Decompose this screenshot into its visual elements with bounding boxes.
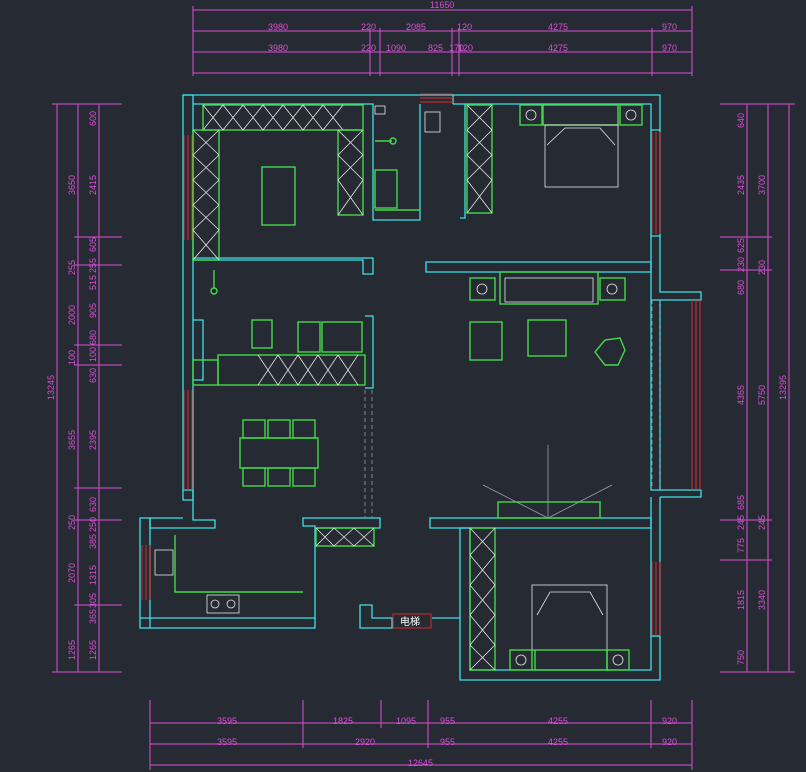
- dim-left-i-11: 250: [88, 517, 98, 532]
- dim-top-2-5: 120: [458, 43, 473, 53]
- dim-bot-2-2: 955: [440, 737, 455, 747]
- dim-left-o-1: 255: [67, 260, 77, 275]
- window-left-mid: [183, 390, 193, 490]
- window-left-top: [183, 135, 193, 240]
- dim-left-i-4: 515: [88, 275, 98, 290]
- dim-right-o-2: 5750: [757, 385, 767, 405]
- dim-right-i-3: 230: [736, 257, 746, 272]
- dim-top-2-2: 1090: [386, 43, 406, 53]
- window-left-bottom: [141, 545, 151, 600]
- dim-bot-2-4: 920: [662, 737, 677, 747]
- dim-left-o-7: 1265: [67, 640, 77, 660]
- dim-left-o-2: 2000: [67, 305, 77, 325]
- dim-top-1-1: 220: [361, 22, 376, 32]
- corridor-lines: [364, 300, 661, 518]
- dim-top-1-2: 2085: [406, 22, 426, 32]
- window-top: [420, 93, 453, 103]
- dim-top-1-0: 3980: [268, 22, 288, 32]
- dim-bot-2-3: 4255: [548, 737, 568, 747]
- dim-top-total: 11650: [430, 0, 454, 10]
- dim-bot-1-1: 1825: [333, 716, 353, 726]
- dim-right-i-0: 640: [736, 113, 746, 128]
- dim-left-o-4: 3655: [67, 430, 77, 450]
- dim-left-i-9: 2395: [88, 430, 98, 450]
- top-dimensions: 11650 3980 220 2085 120 4275 970 3980 22…: [192, 0, 693, 76]
- dim-left-i-0: 600: [88, 111, 98, 126]
- window-right-top: [651, 132, 661, 234]
- dim-right-i-4: 680: [736, 280, 746, 295]
- dim-right-o-0: 3700: [757, 175, 767, 195]
- bottom-dimensions: 3595 1825 1095 955 4255 920 3595 2920 95…: [149, 700, 693, 770]
- dim-left-i-5: 905: [88, 303, 98, 318]
- dining-area: [192, 270, 366, 487]
- left-dimensions: 13245 3650 255 2000 100 3655 250 2070 12…: [46, 103, 122, 673]
- dim-bot-2-0: 3595: [217, 737, 237, 747]
- dim-right-o-1: 230: [757, 260, 767, 275]
- dim-left-o-5: 250: [67, 515, 77, 530]
- dim-top-2-7: 970: [662, 43, 677, 53]
- dim-top-2-6: 4275: [548, 43, 568, 53]
- dim-top-2-4: 170: [449, 43, 464, 53]
- bathroom-top: [374, 105, 441, 211]
- dim-left-i-8: 630: [88, 368, 98, 383]
- dim-bot-total: 12645: [408, 758, 433, 768]
- elevator: 电梯: [392, 613, 432, 629]
- dim-bot-1-3: 955: [440, 716, 455, 726]
- dim-top-1-3: 120: [457, 22, 472, 32]
- dim-right-i-6: 685: [736, 495, 746, 510]
- dim-top-2-0: 3980: [268, 43, 288, 53]
- dim-right-i-7: 245: [736, 515, 746, 530]
- kitchen-island: [261, 166, 296, 226]
- dim-right-i-2: 625: [736, 238, 746, 253]
- dim-left-i-1: 2415: [88, 175, 98, 195]
- dim-right-o-3: 245: [757, 515, 767, 530]
- dim-bot-2-1: 2920: [355, 737, 375, 747]
- dim-left-i-14: 305: [88, 593, 98, 608]
- dim-right-o-4: 3340: [757, 590, 767, 610]
- dim-left-o-0: 3650: [67, 175, 77, 195]
- right-dimensions: 640 2435 625 230 680 4365 685 245 775 18…: [720, 103, 795, 673]
- dim-left-i-13: 1315: [88, 565, 98, 585]
- dim-top-1-4: 4275: [548, 22, 568, 32]
- kitchen-top-left: [192, 104, 364, 261]
- dim-left-i-12: 385: [88, 534, 98, 549]
- dim-top-2-1: 220: [361, 43, 376, 53]
- dim-left-i-7: 100: [88, 347, 98, 362]
- dim-left-o-6: 2070: [67, 563, 77, 583]
- elevator-label: 电梯: [400, 615, 420, 628]
- dim-bot-1-4: 4255: [548, 716, 568, 726]
- dim-left-i-6: 680: [88, 330, 98, 345]
- dim-left-i-3: 255: [88, 258, 98, 273]
- dim-left-i-15: 365: [88, 609, 98, 624]
- dim-bot-1-2: 1095: [396, 716, 416, 726]
- dim-bot-1-0: 3595: [217, 716, 237, 726]
- dim-right-i-10: 750: [736, 650, 746, 665]
- window-right-mid: [691, 300, 701, 490]
- dim-left-total: 13245: [46, 375, 56, 400]
- dim-right-total: 13295: [778, 375, 788, 400]
- kitchen-bottom-left: [154, 527, 375, 614]
- dim-top-2-3: 825: [428, 43, 443, 53]
- windows: [141, 93, 701, 636]
- dim-right-i-5: 4365: [736, 385, 746, 405]
- dim-right-i-8: 775: [736, 538, 746, 553]
- living-room: [469, 271, 626, 519]
- dim-left-i-2: 605: [88, 237, 98, 252]
- dim-left-o-3: 100: [67, 350, 77, 365]
- bedroom-top: [466, 104, 643, 214]
- dim-bot-1-5: 920: [662, 716, 677, 726]
- dim-top-1-5: 970: [662, 22, 677, 32]
- dim-left-i-10: 630: [88, 497, 98, 512]
- dim-right-i-1: 2435: [736, 175, 746, 195]
- bedroom-bottom: [469, 527, 630, 671]
- window-right-bottom: [651, 562, 661, 636]
- dim-left-i-16: 1265: [88, 640, 98, 660]
- dim-right-i-9: 1815: [736, 590, 746, 610]
